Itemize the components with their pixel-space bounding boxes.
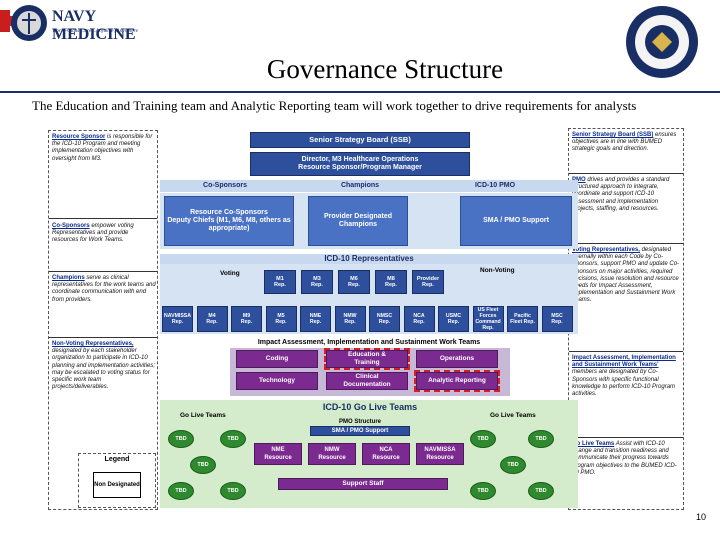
voting-rep-box: M3 Rep.	[301, 270, 333, 294]
rep-box: MSC Rep.	[541, 306, 573, 332]
work-team-box: Technology	[236, 372, 318, 390]
rep-box: M4 Rep.	[196, 306, 228, 332]
voting-label: Voting	[220, 270, 240, 277]
work-teams-title: Impact Assessment, Implementation and Su…	[257, 339, 481, 346]
icd10-pmo-label: ICD-10 PMO	[474, 182, 516, 189]
resource-box: NCA Resource	[362, 443, 410, 465]
resource-box: NAVMISSA Resource	[416, 443, 464, 465]
sma-pmo-support-box: SMA / PMO Support	[310, 426, 410, 436]
pmo-structure-label: PMO Structure	[338, 419, 381, 425]
rep-box: Pacific Fleet Rep.	[507, 306, 538, 332]
org-chart: Senior Strategy Board (SSB) Director, M3…	[160, 130, 580, 510]
resource-box: NME Resource	[254, 443, 302, 465]
tbd-node: TBD	[220, 482, 246, 500]
note-ssb: Senior Strategy Board (SSB) ensures obje…	[572, 132, 677, 153]
tbd-node: TBD	[528, 482, 554, 500]
work-team-box: Clinical Documentation	[326, 372, 408, 390]
page-number: 10	[696, 512, 707, 522]
voting-rep-box: M8 Rep.	[375, 270, 407, 294]
legend: Legend Non Designated	[78, 453, 156, 508]
sma-pmo-box: SMA / PMO Support	[460, 196, 572, 246]
voting-rep-box: Provider Rep.	[412, 270, 444, 294]
tbd-node: TBD	[500, 456, 526, 474]
brand-tagline: World-Class Care...Anytime, Anywhere	[52, 28, 139, 34]
tbd-node: TBD	[220, 430, 246, 448]
rep-box: M9 Rep.	[231, 306, 262, 332]
voting-rep-box: M1 Rep.	[264, 270, 296, 294]
note-co-sponsors: Co-Sponsors empower voting Representativ…	[52, 223, 134, 244]
note-voting-reps: Voting Representatives, designated inter…	[572, 247, 680, 304]
navy-medicine-emblem-icon	[0, 5, 47, 41]
note-champions: Champions serve as clinical representati…	[52, 275, 156, 303]
note-non-voting: Non-Voting Representatives, designated b…	[52, 341, 156, 391]
work-team-box: Operations	[416, 350, 498, 368]
department-seal-icon	[626, 6, 698, 78]
page-subtitle: The Education and Training team and Anal…	[32, 98, 637, 113]
work-team-box: Analytic Reporting	[414, 370, 500, 392]
work-team-box: Education & Training	[324, 348, 410, 370]
left-notes-panel: Resource Sponsor is responsible for the …	[48, 130, 158, 510]
note-work-teams: Impact Assessment, Implementation and Su…	[572, 355, 676, 398]
rep-box: NME Rep.	[300, 306, 331, 332]
nonvoting-label: Non-Voting	[480, 267, 515, 274]
ssb-box: Senior Strategy Board (SSB)	[250, 132, 470, 148]
resource-co-sponsors-box: Resource Co-Sponsors Deputy Chiefs (M1, …	[164, 196, 294, 246]
title-rule	[0, 91, 720, 93]
navy-medicine-logo: NAVY MEDICINE World-Class Care...Anytime…	[0, 0, 150, 46]
brand-name: NAVY MEDICINE	[52, 8, 136, 43]
tbd-node: TBD	[528, 430, 554, 448]
resource-box: NMW Resource	[308, 443, 356, 465]
rep-box: NAVMISSA Rep.	[162, 306, 193, 332]
director-box: Director, M3 Healthcare Operations Resou…	[250, 152, 470, 176]
note-resource-sponsor: Resource Sponsor is responsible for the …	[52, 134, 153, 162]
tbd-node: TBD	[168, 482, 194, 500]
legend-title: Legend	[104, 456, 130, 463]
work-team-box: Coding	[236, 350, 318, 368]
rep-box: US Fleet Forces Command Rep.	[472, 306, 504, 332]
note-pmo: PMO drives and provides a standard struc…	[572, 177, 670, 212]
bumed-seal-logo	[624, 2, 700, 84]
rep-box: M5 Rep.	[265, 306, 297, 332]
provider-champions-box: Provider Designated Champions	[308, 196, 408, 246]
sponsor-header-bar	[160, 180, 578, 192]
rep-box: NCA Rep.	[403, 306, 435, 332]
support-staff-box: Support Staff	[278, 478, 448, 490]
legend-non-designated: Non Designated	[93, 472, 141, 498]
go-live-title: ICD-10 Go Live Teams	[322, 402, 418, 412]
note-go-live: Go Live Teams Assist with ICD-10 change …	[572, 441, 677, 476]
rep-box: USMC Rep.	[438, 306, 469, 332]
tbd-node: TBD	[168, 430, 194, 448]
reps-title: ICD-10 Representatives	[160, 254, 578, 264]
tbd-node: TBD	[190, 456, 216, 474]
go-live-left-label: Go Live Teams	[180, 412, 226, 419]
champions-label: Champions	[340, 182, 380, 189]
tbd-node: TBD	[470, 482, 496, 500]
co-sponsors-label: Co-Sponsors	[203, 182, 247, 189]
page-title: Governance Structure	[266, 54, 504, 84]
go-live-right-label: Go Live Teams	[490, 412, 536, 419]
right-notes-panel: Senior Strategy Board (SSB) ensures obje…	[568, 128, 684, 510]
rep-box: NMSC Rep.	[369, 306, 400, 332]
rep-box: NMW Rep.	[334, 306, 366, 332]
tbd-node: TBD	[470, 430, 496, 448]
voting-rep-box: M6 Rep.	[338, 270, 370, 294]
